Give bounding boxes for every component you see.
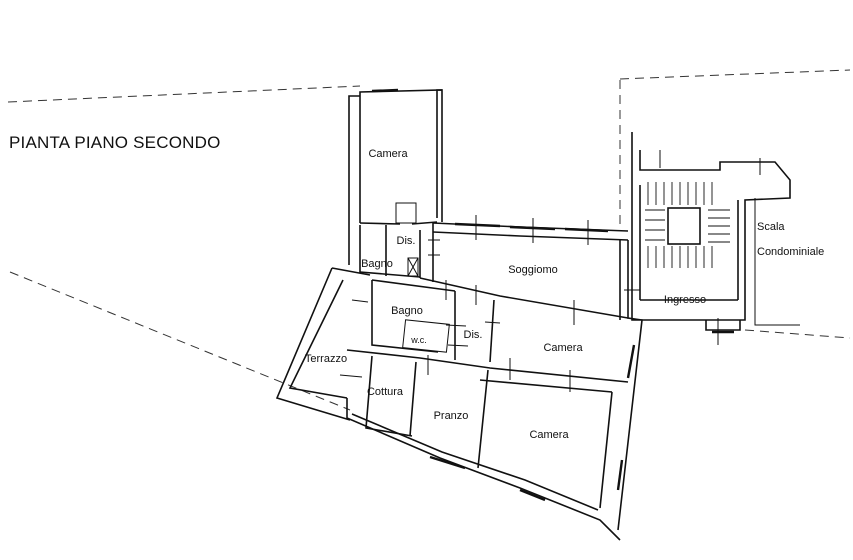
room-label-camera-south: Camera — [529, 429, 569, 441]
room-label-soggiorno: Soggiomo — [508, 264, 558, 276]
room-label-condominiale: Condominiale — [757, 246, 824, 258]
plan-title: PIANTA PIANO SECONDO — [9, 133, 221, 152]
room-label-dis-upper: Dis. — [397, 235, 416, 247]
room-label-ingresso: Ingresso — [664, 294, 706, 306]
room-label-pranzo: Pranzo — [434, 410, 469, 422]
room-label-wc: w.c. — [410, 335, 427, 345]
room-label-camera-east: Camera — [543, 342, 583, 354]
room-label-terrazzo: Terrazzo — [305, 353, 347, 365]
room-labels: Camera Dis. Bagno Soggiomo Scala Condomi… — [305, 148, 824, 441]
room-label-bagno: Bagno — [391, 305, 423, 317]
room-label-scala: Scala — [757, 221, 785, 233]
room-label-cottura: Cottura — [367, 386, 404, 398]
door-opening-marks — [339, 150, 761, 392]
stair-treads — [645, 182, 730, 268]
exterior-walls — [275, 88, 643, 541]
room-label-bagno-small: Bagno — [361, 258, 393, 270]
staircase-block — [631, 132, 800, 334]
interior-walls — [346, 202, 629, 509]
room-label-dis-lower: Dis. — [464, 329, 483, 341]
property-boundary-lines — [7, 69, 851, 411]
room-label-camera-north: Camera — [368, 148, 408, 160]
